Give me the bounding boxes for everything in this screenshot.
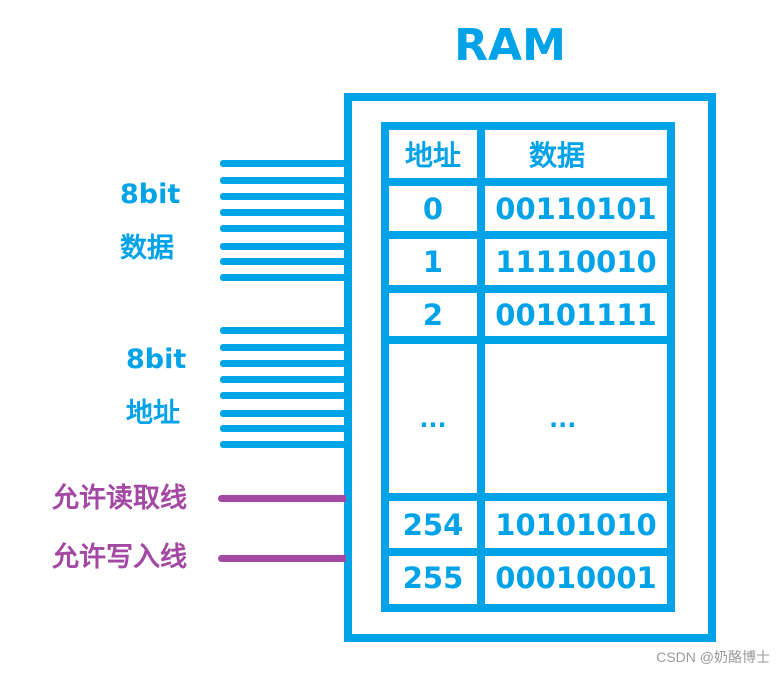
ram-title: RAM bbox=[454, 20, 566, 71]
row-divider bbox=[381, 231, 675, 239]
header-data: 数据 bbox=[529, 139, 586, 172]
write-enable-label: 允许写入线 bbox=[52, 542, 187, 573]
ellipsis-address: ... bbox=[419, 404, 447, 433]
row-data: 10101010 bbox=[495, 507, 657, 542]
ram-chip-box bbox=[344, 93, 716, 642]
data-bus-line bbox=[220, 258, 346, 265]
column-divider bbox=[477, 122, 485, 612]
address-bus-line bbox=[220, 392, 346, 399]
address-bus-width-label: 8bit bbox=[126, 344, 187, 375]
address-bus-line bbox=[220, 410, 346, 417]
read-enable-line bbox=[218, 495, 346, 502]
address-bus-line bbox=[220, 344, 346, 351]
row-address: 2 bbox=[422, 297, 444, 332]
data-bus-line bbox=[220, 274, 346, 281]
data-bus-name-label: 数据 bbox=[120, 233, 174, 264]
row-divider bbox=[381, 548, 675, 556]
data-bus-line bbox=[220, 243, 346, 250]
data-bus-line bbox=[220, 177, 346, 184]
row-address: 255 bbox=[402, 561, 464, 595]
row-data: 11110010 bbox=[495, 245, 657, 279]
ellipsis-data: ... bbox=[549, 404, 577, 433]
row-divider bbox=[381, 285, 675, 293]
row-divider bbox=[381, 493, 675, 501]
header-address: 地址 bbox=[404, 139, 461, 172]
row-data: 00010001 bbox=[495, 561, 657, 595]
write-enable-line bbox=[218, 555, 346, 562]
address-bus-line bbox=[220, 441, 346, 448]
address-bus-line bbox=[220, 425, 346, 432]
data-bus-line bbox=[220, 160, 346, 167]
data-bus-line bbox=[220, 193, 346, 200]
watermark: CSDN @奶酪博士 bbox=[656, 649, 770, 665]
data-bus-line bbox=[220, 225, 346, 232]
address-bus-name-label: 地址 bbox=[126, 398, 180, 429]
address-bus-line bbox=[220, 327, 346, 334]
data-bus-width-label: 8bit bbox=[120, 179, 181, 210]
read-enable-label: 允许读取线 bbox=[52, 483, 187, 514]
row-data: 00110101 bbox=[495, 191, 657, 226]
row-address: 1 bbox=[422, 245, 444, 279]
memory-table bbox=[381, 122, 675, 612]
row-divider bbox=[381, 178, 675, 186]
row-data: 00101111 bbox=[495, 297, 657, 332]
data-bus-line bbox=[220, 209, 346, 216]
row-divider bbox=[381, 336, 675, 344]
address-bus-line bbox=[220, 376, 346, 383]
row-address: 0 bbox=[422, 191, 444, 226]
row-address: 254 bbox=[402, 507, 464, 542]
address-bus-line bbox=[220, 360, 346, 367]
